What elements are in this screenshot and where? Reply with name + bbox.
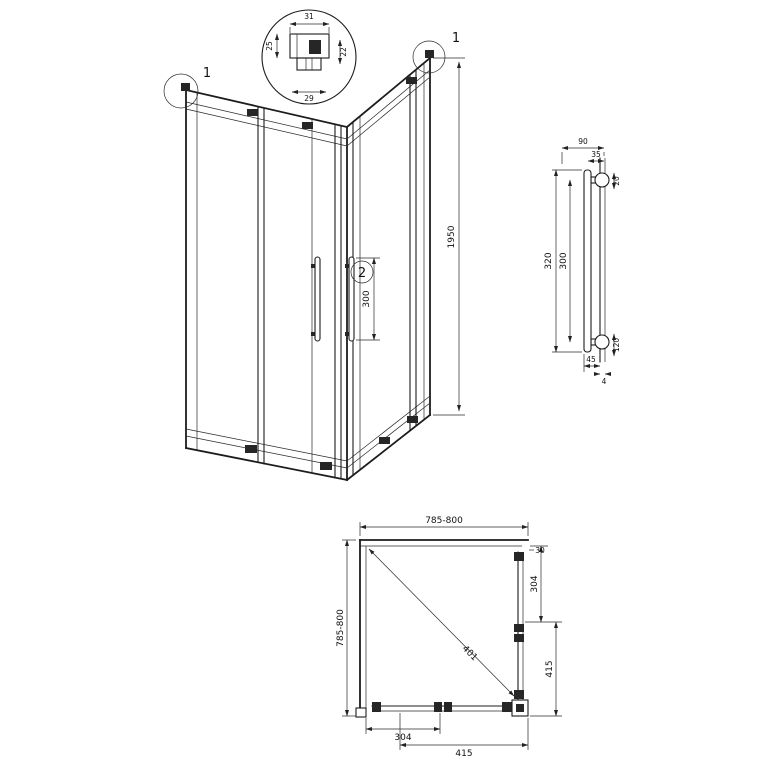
handle-bar-front [314, 256, 321, 342]
callout-1-left: 1 [163, 66, 211, 109]
handle-body [583, 169, 610, 353]
handle-bar [583, 169, 592, 353]
dim-handle-4-label: 4 [602, 377, 607, 386]
roller-brackets [245, 77, 418, 470]
plan-bottom-door [371, 702, 513, 712]
door-stiles [196, 63, 425, 480]
dim-handle-120-label: 120 [612, 338, 621, 353]
dim-handle-320: 320 [544, 169, 582, 353]
dim-profile-right: 22 [337, 39, 348, 65]
dim-overall-height: 1950 [433, 57, 465, 416]
detail-1-view: 31 25 22 29 [261, 9, 357, 105]
dim-plan-corner: 30 [529, 546, 545, 555]
dim-handle-90-label: 90 [578, 137, 588, 146]
callout-2: 2 [350, 260, 374, 284]
dim-profile-left: 25 [265, 33, 280, 59]
dim-handle-320-label: 320 [544, 252, 554, 269]
dim-plan-bottom-left: 304 [365, 713, 441, 743]
glass-edge [599, 157, 606, 363]
dim-plan-depth: 785-800 [336, 539, 356, 717]
dim-handle-300-label: 300 [559, 252, 569, 269]
callout-1-left-label: 1 [203, 66, 211, 81]
elevation-view: 300 2 1950 1 1 [163, 31, 465, 482]
dim-handle-height-label: 300 [362, 290, 372, 307]
handle-detail-view: 90 35 20 320 300 45 4 [544, 137, 621, 386]
dim-profile-top-label: 31 [304, 12, 314, 21]
callout-1-right: 1 [412, 31, 460, 74]
dim-plan-bottom-left-label: 304 [394, 733, 411, 743]
dim-plan-right-lower-label: 415 [545, 660, 555, 677]
dim-plan-bottom-right-label: 415 [455, 749, 472, 759]
dim-handle-45: 45 [583, 354, 601, 372]
dim-profile-left-label: 25 [265, 41, 274, 51]
dim-plan-bottom-right: 415 [399, 713, 529, 759]
plan-corner-post [511, 699, 529, 717]
dim-handle-height: 300 [356, 257, 380, 341]
dim-profile-right-label: 22 [339, 47, 348, 57]
detail-circle [261, 9, 357, 105]
wall-brackets [181, 50, 434, 91]
dim-handle-300: 300 [559, 179, 573, 343]
dim-plan-depth-label: 785-800 [336, 609, 346, 647]
dim-handle-90: 90 [561, 137, 605, 164]
callout-1-right-label: 1 [452, 31, 460, 46]
dim-plan-width-label: 785-800 [425, 516, 463, 526]
callout-2-label: 2 [358, 266, 366, 281]
dim-plan-width: 785-800 [359, 516, 529, 536]
dim-handle-20: 20 [611, 172, 621, 190]
dim-handle-45-label: 45 [586, 355, 596, 364]
dim-handle-120: 120 [611, 333, 621, 357]
dim-handle-35: 35 [587, 150, 605, 164]
dim-handle-35-label: 35 [591, 150, 601, 159]
dim-plan-corner-label: 30 [535, 546, 545, 555]
plan-right-door [514, 551, 524, 701]
door-handles [311, 256, 355, 342]
plan-walls [355, 539, 529, 718]
dim-overall-height-label: 1950 [447, 225, 457, 248]
dim-profile-bottom: 29 [291, 89, 327, 103]
profile-section [289, 33, 330, 71]
dim-profile-bottom-label: 29 [304, 94, 314, 103]
dim-handle-20-label: 20 [612, 176, 621, 186]
dim-plan-right-upper-label: 304 [530, 575, 540, 592]
dim-plan-right-lower: 415 [530, 621, 562, 717]
dim-handle-4: 4 [594, 371, 611, 386]
dim-profile-top: 31 [289, 12, 330, 33]
